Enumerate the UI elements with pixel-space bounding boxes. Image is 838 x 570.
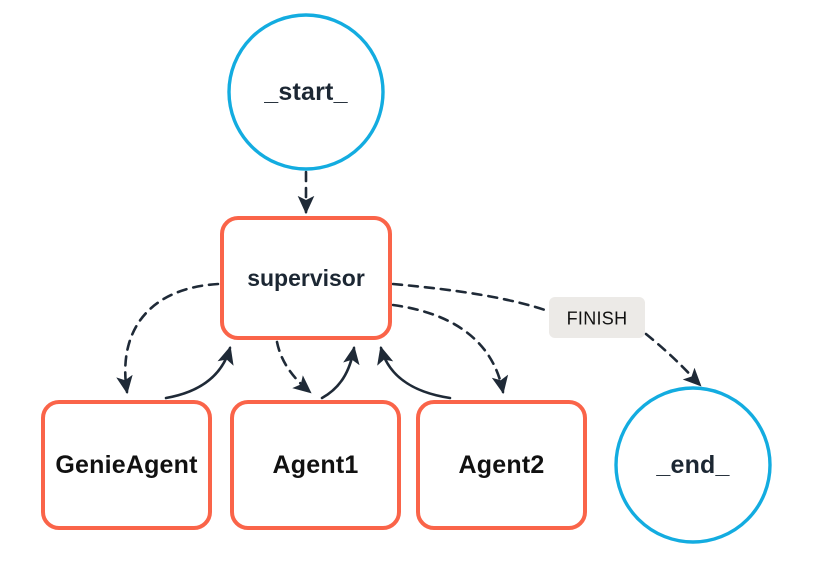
edges-layer: [116, 170, 702, 400]
node-end-label: _end_: [655, 451, 730, 479]
edge-supervisor-to-agent2: [391, 303, 509, 395]
node-agent2-shape: [416, 400, 587, 530]
edge-label-finish-label-text: FINISH: [567, 309, 628, 329]
edge-agent2-to-supervisor: [377, 345, 452, 400]
node-agent1[interactable]: Agent1: [230, 400, 401, 530]
node-start[interactable]: _start_: [227, 13, 385, 171]
node-genieagent-label: GenieAgent: [55, 451, 198, 479]
edge-label-finish-label: FINISH: [549, 297, 645, 338]
node-end[interactable]: _end_: [614, 386, 772, 544]
edge-supervisor-to-end-a: [391, 282, 550, 313]
node-agent2-label: Agent2: [459, 451, 545, 479]
edge-labels-layer: FINISH: [549, 297, 645, 338]
edge-genieagent-to-supervisor: [164, 346, 234, 400]
node-genieagent-shape: [41, 400, 212, 530]
node-supervisor-label: supervisor: [247, 265, 365, 291]
node-agent1-shape: [230, 400, 401, 530]
edge-agent1-to-supervisor: [320, 345, 360, 400]
node-genieagent[interactable]: GenieAgent: [41, 400, 212, 530]
edge-supervisor-to-end-b: [644, 332, 702, 387]
edge-label-finish-label-chip: [549, 297, 645, 338]
node-start-label: _start_: [263, 78, 348, 106]
node-agent2[interactable]: Agent2: [416, 400, 587, 530]
node-end-shape: [614, 386, 772, 544]
edge-supervisor-to-agent1: [275, 340, 312, 394]
node-supervisor-shape: [220, 216, 392, 340]
node-start-shape: [227, 13, 385, 171]
edge-supervisor-to-genieagent: [116, 282, 220, 395]
node-agent1-label: Agent1: [273, 451, 359, 479]
node-supervisor[interactable]: supervisor: [220, 216, 392, 340]
